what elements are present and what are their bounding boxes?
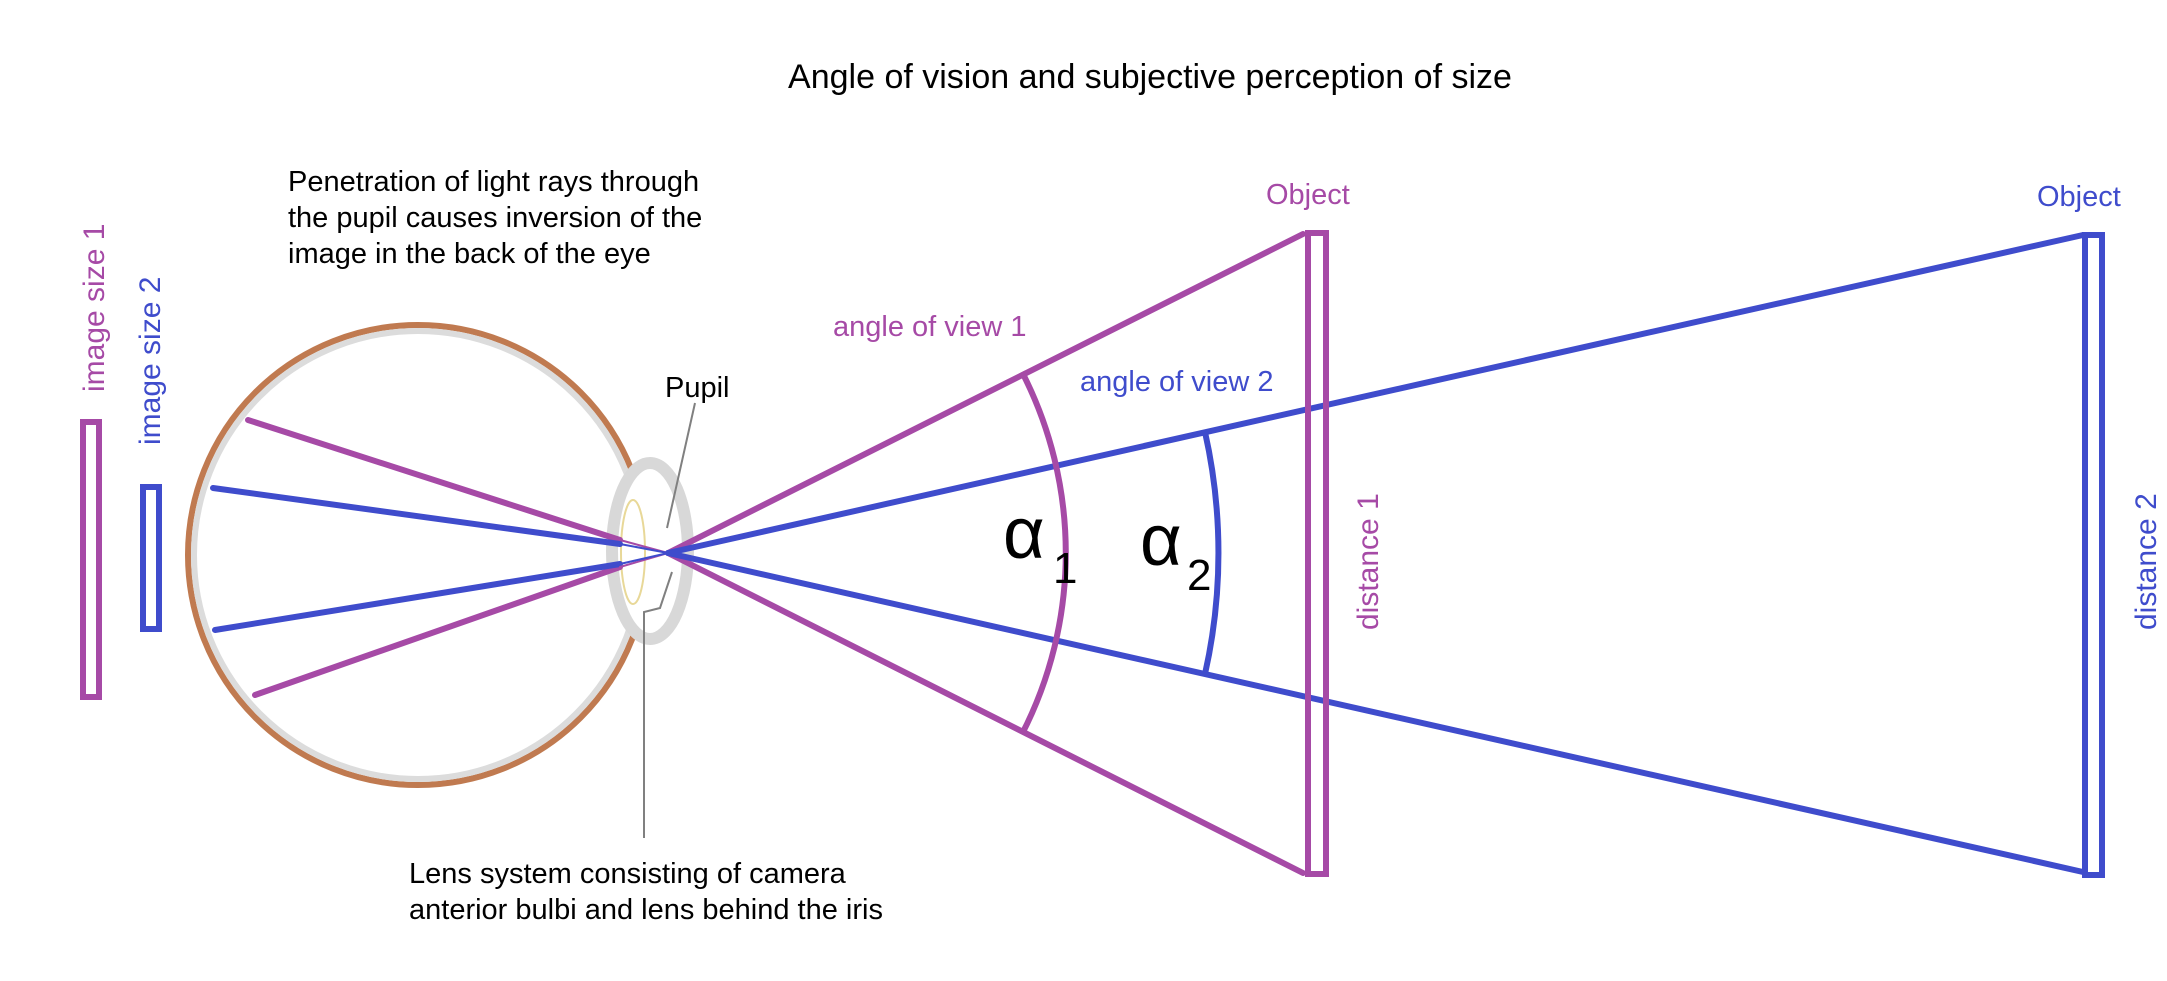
object-2-bar: [2082, 232, 2105, 878]
distance-2-label: distance 2: [2130, 493, 2163, 630]
lens-system-line-1: Lens system consisting of camera: [409, 858, 847, 890]
angle-of-view-1-label: angle of view 1: [833, 311, 1026, 343]
ray-lens-blue-top: [619, 543, 669, 554]
ray-object-1-bottom: [665, 550, 1306, 876]
angle-arc-2: [1202, 431, 1222, 675]
alpha-1-symbol: α: [1003, 494, 1045, 574]
internal-rays: [210, 417, 669, 698]
alpha-2-subscript: 2: [1187, 551, 1211, 600]
penetration-line-2: the pupil causes inversion of the: [288, 202, 702, 234]
lens-system-line-2: anterior bulbi and lens behind the iris: [409, 894, 883, 926]
pupil-label: Pupil: [665, 372, 730, 404]
external-rays: [665, 231, 2086, 876]
image-size-1-label: image size 1: [78, 224, 111, 392]
object-2-label: Object: [2037, 181, 2121, 213]
ray-eye-blue-bottom: [212, 561, 623, 633]
pupil-pointer: [666, 402, 696, 529]
distance-1-label: distance 1: [1352, 493, 1385, 630]
ray-object-2-bottom: [665, 550, 2086, 875]
angle-arc-1: [1019, 370, 1069, 736]
penetration-line-1: Penetration of light rays through: [288, 166, 699, 198]
eyeball: [185, 322, 694, 788]
lens: [620, 499, 646, 605]
diagram-title: Angle of vision and subjective perceptio…: [788, 58, 1512, 96]
angle-of-view-2-label: angle of view 2: [1080, 366, 1273, 398]
ray-eye-purple-top: [245, 417, 623, 543]
image-size-2-label: image size 2: [134, 277, 167, 445]
object-1-label: Object: [1266, 179, 1350, 211]
image-size-2-bar: [140, 484, 162, 632]
penetration-line-3: image in the back of the eye: [288, 238, 651, 270]
image-size-1-bar: [80, 419, 102, 700]
lens-pointer: [643, 571, 673, 838]
alpha-2-symbol: α: [1140, 501, 1182, 581]
object-1-bar: [1305, 230, 1329, 877]
ray-object-1-top: [665, 231, 1306, 556]
ray-eye-blue-top: [210, 485, 623, 547]
alpha-1-subscript: 1: [1053, 544, 1077, 593]
ray-lens-blue-bottom: [619, 552, 669, 565]
ray-eye-purple-bottom: [252, 564, 623, 698]
ray-object-2-top: [665, 232, 2086, 556]
